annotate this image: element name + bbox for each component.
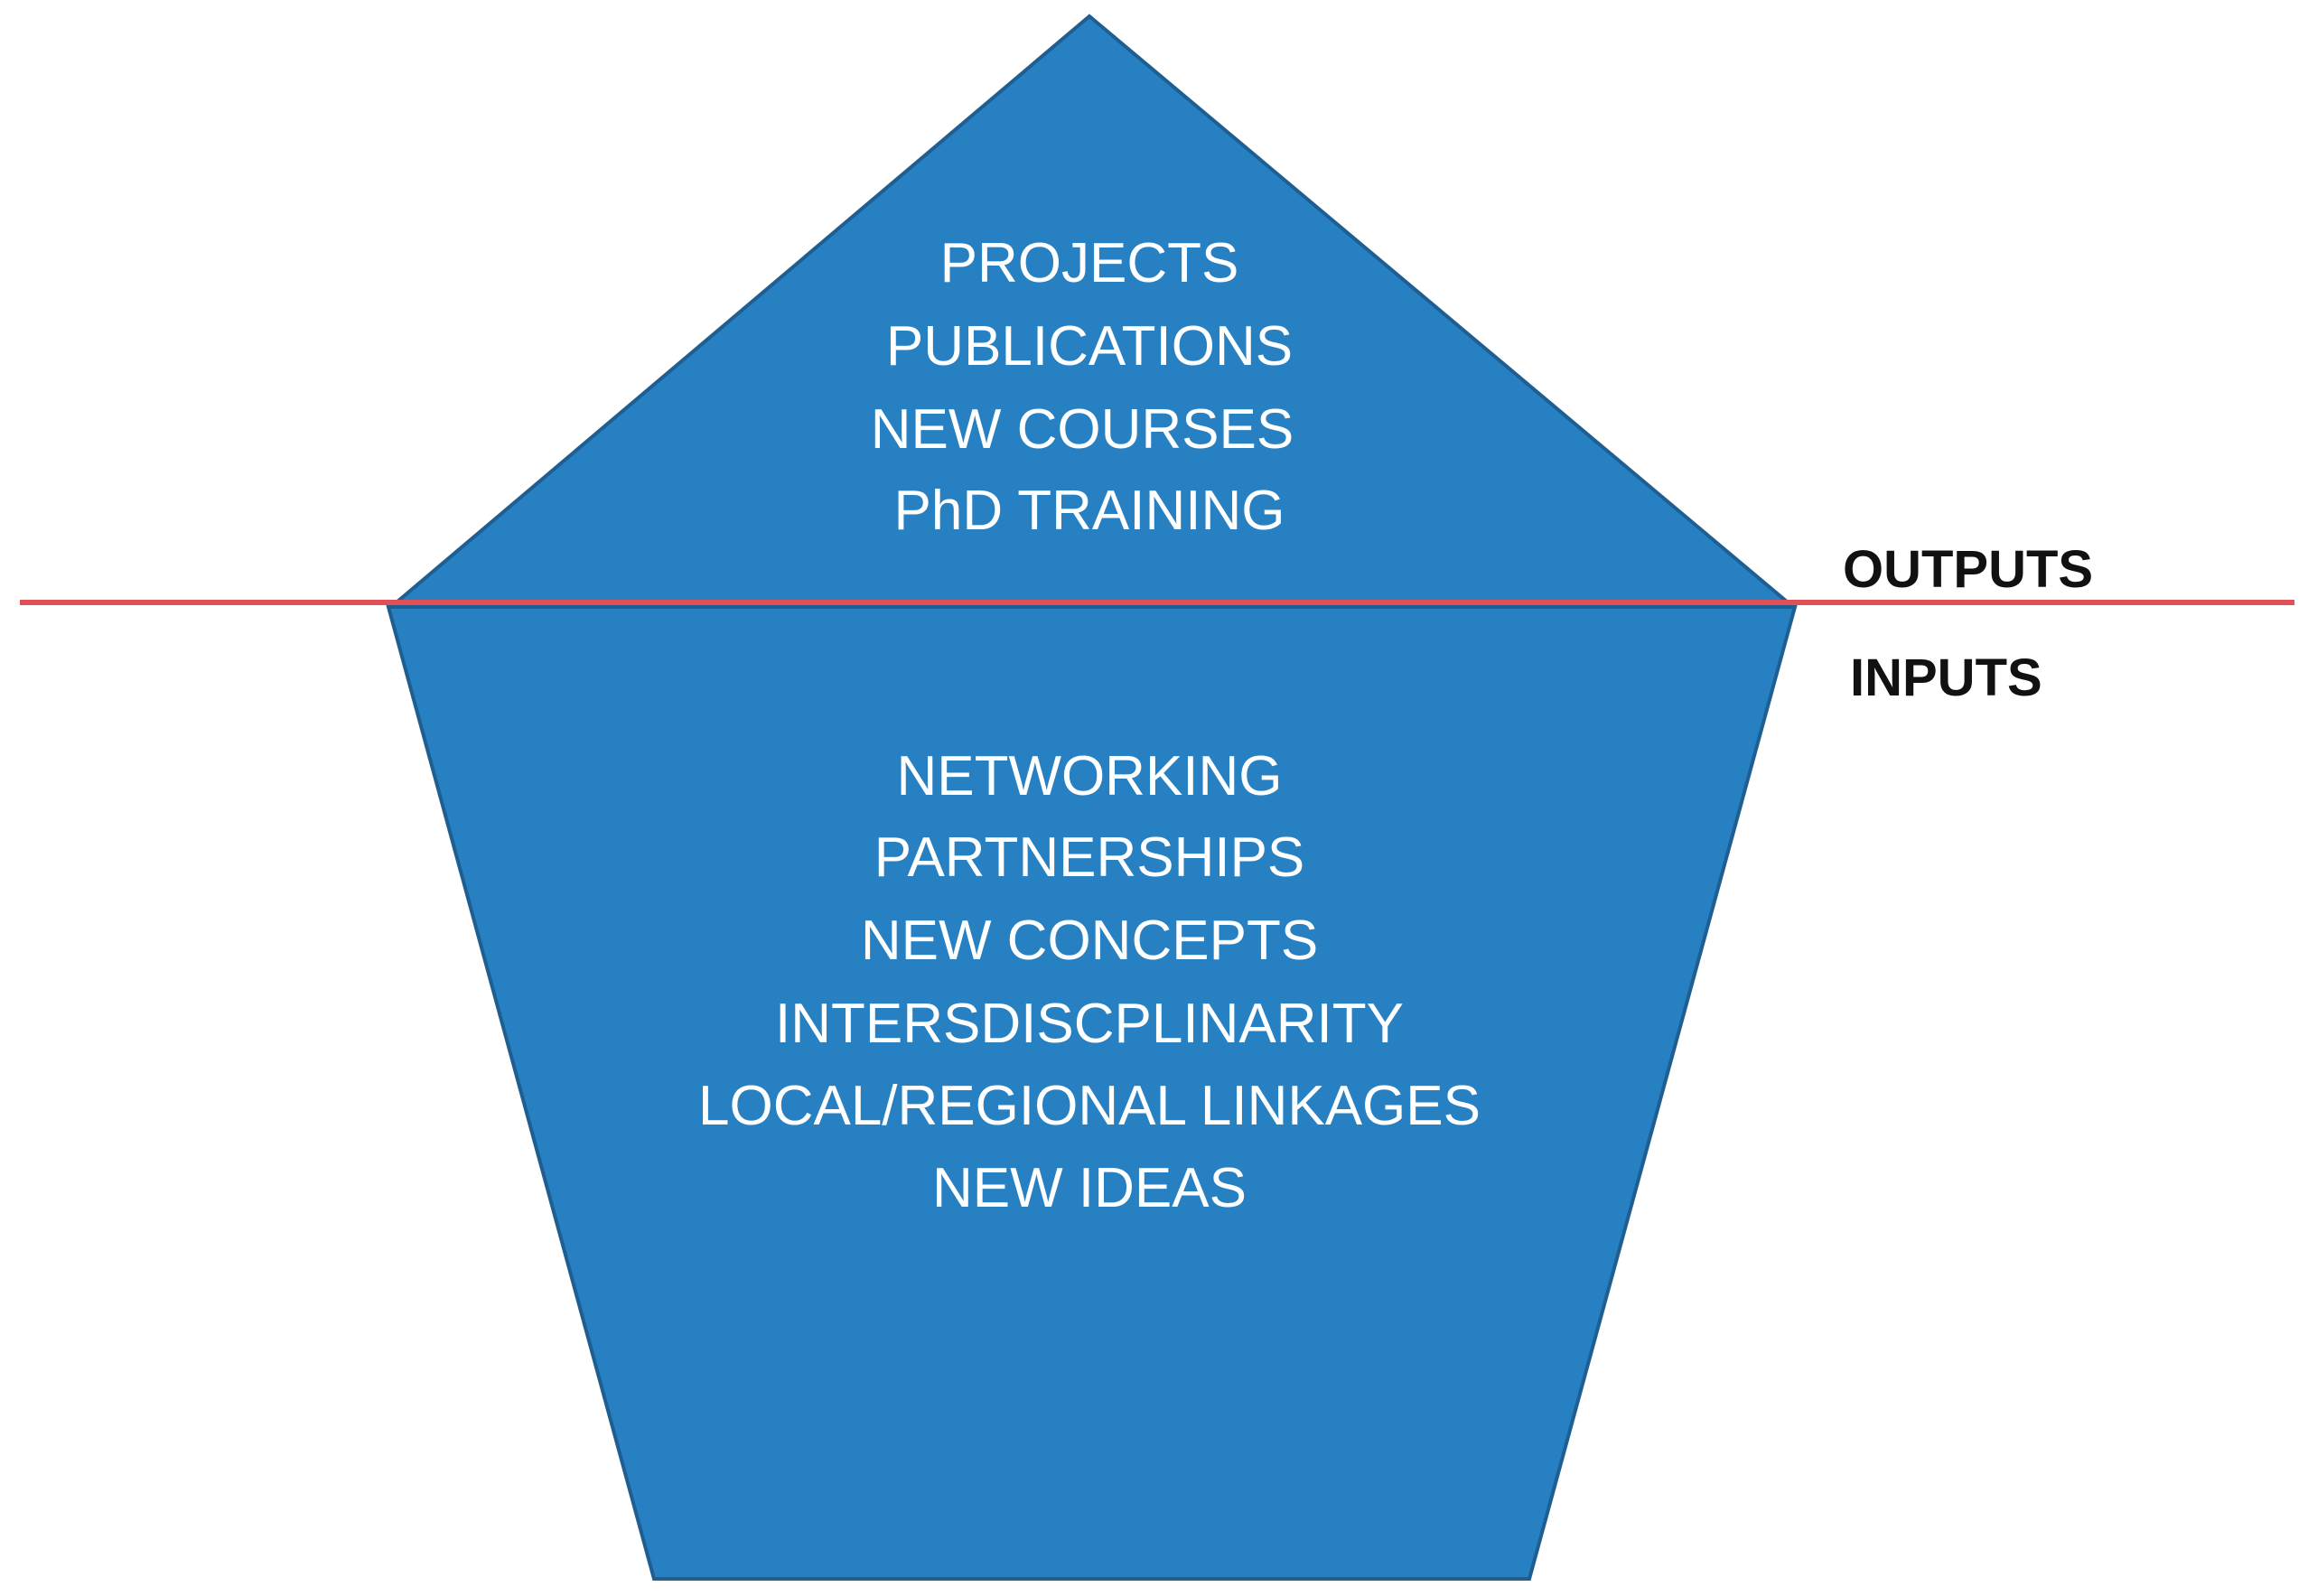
outputs-item: PUBLICATIONS xyxy=(886,315,1293,378)
inputs-item: NETWORKING xyxy=(896,745,1282,807)
outputs-label: OUTPUTS xyxy=(1843,540,2093,599)
inputs-item: LOCAL/REGIONAL LINKAGES xyxy=(698,1075,1481,1137)
inputs-item: PARTNERSHIPS xyxy=(874,826,1305,889)
inputs-item: NEW CONCEPTS xyxy=(861,910,1318,972)
inputs-item: NEW IDEAS xyxy=(932,1157,1247,1219)
inputs-label: INPUTS xyxy=(1850,649,2042,707)
inputs-item: INTERSDISCPLINARITY xyxy=(775,993,1404,1055)
inputs-shape xyxy=(386,605,1798,1581)
outputs-item: PROJECTS xyxy=(940,232,1239,294)
outputs-item: PhD TRAINING xyxy=(894,480,1285,542)
outputs-item: NEW COURSES xyxy=(871,398,1294,461)
